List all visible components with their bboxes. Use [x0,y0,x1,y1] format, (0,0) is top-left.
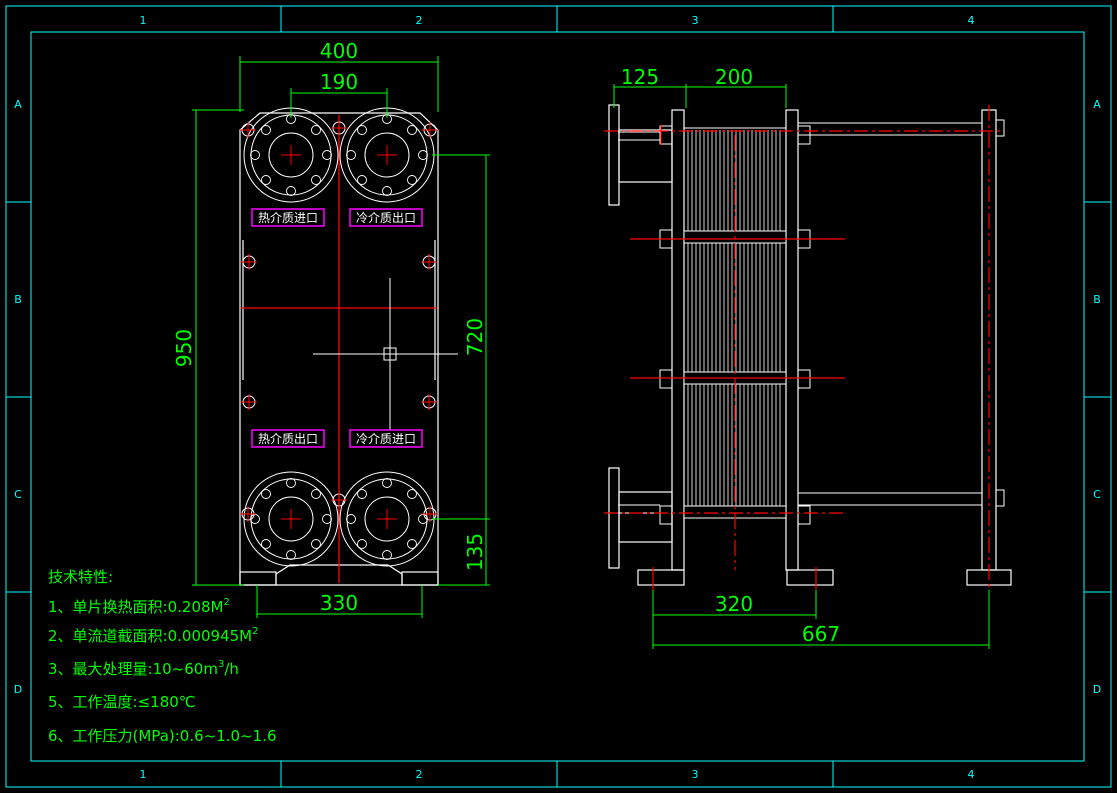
dim-port-vertical: 720 [463,318,487,356]
port-label-hot-in: 热介质进口 [258,211,318,225]
front-tie-bolts [240,120,438,522]
tie-bolt [240,506,256,522]
tie-bolt [241,394,257,410]
grid-col-2-bottom: 2 [416,768,423,781]
port-label-cold-in: 冷介质进口 [356,432,416,446]
grid-col-2-top: 2 [416,14,423,27]
grid-row-c-right: C [1093,488,1101,501]
grid-row-d-right: D [1093,683,1101,696]
front-center-mark [313,278,458,430]
dim-flange: 125 [621,65,659,89]
tie-bolt [421,394,437,410]
dim-plate-pack: 200 [715,65,753,89]
port-label-box-cold-out [349,208,423,227]
side-nozzles [608,104,673,569]
port-label-hot-out: 热介质出口 [258,432,318,446]
dim-port-spacing: 190 [320,70,358,94]
side-centerlines [604,105,1000,590]
port-label-cold-out: 冷介质出口 [356,211,416,225]
port-label-box-hot-in [251,208,325,227]
side-fixed-plate [637,109,685,586]
side-tie-rods [618,125,811,525]
grid-col-4-top: 4 [968,14,975,27]
front-dimension-texts: 400 190 950 720 135 330 [172,39,487,615]
grid-col-3-top: 3 [692,14,699,27]
dim-front-width: 400 [320,39,358,63]
spec-item: 5、工作温度:≤180℃ [48,693,196,711]
grid-row-a-right: A [1093,98,1101,111]
spec-item: 3、最大处理量:10~60m3/h [48,659,239,678]
side-dimension-texts: 125 200 320 667 [621,65,840,646]
port-flange-top-left [243,107,339,203]
dim-base-spacing: 320 [715,592,753,616]
spec-item: 1、单片换热面积:0.208M2 [48,597,230,616]
grid-row-c-left: C [14,488,22,501]
dim-base-offset: 135 [463,533,487,571]
tie-bolt [241,254,257,270]
grid-col-1-top: 1 [140,14,147,27]
grid-col-3-bottom: 3 [692,768,699,781]
port-flange-bottom-left [243,471,339,567]
flange-bolt-holes [250,114,428,560]
dim-front-height: 950 [172,329,196,367]
drawing-border [5,5,1112,788]
grid-col-1-bottom: 1 [140,768,147,781]
front-dimension-lines [192,56,490,618]
tie-bolt [422,122,438,138]
plate-pack-lines [687,130,781,516]
front-view: 热介质进口 冷介质出口 热介质出口 冷介质进口 400 190 950 720 … [172,39,490,618]
grid-col-4-bottom: 4 [968,768,975,781]
tie-bolt [421,254,437,270]
grid-row-a-left: A [14,98,22,111]
port-flange-bottom-right [339,471,435,567]
grid-row-b-left: B [14,293,22,306]
grid-row-b-right: B [1093,293,1101,306]
tech-specs: 技术特性: 1、单片换热面积:0.208M2 2、单流道截面积:0.000945… [48,568,277,745]
side-dimension-lines [613,84,990,649]
port-label-box-hot-out [251,429,325,448]
port-labels: 热介质进口 冷介质出口 热介质出口 冷介质进口 [251,208,423,448]
side-guide-bars [797,119,1005,507]
grid-row-d-left: D [14,683,22,696]
specs-title: 技术特性: [48,568,113,586]
tie-bolt [331,492,347,508]
port-label-box-cold-in [349,429,423,448]
grid-labels: 1 2 3 4 1 2 3 4 A B C D A B C D [14,14,1101,781]
dim-front-bottom: 330 [320,591,358,615]
port-flange-top-right [339,107,435,203]
spec-item: 2、单流道截面积:0.000945M2 [48,626,259,645]
side-view: 125 200 320 667 [604,65,1012,649]
tie-bolt [240,122,256,138]
tie-bolt [331,120,347,136]
spec-item: 6、工作压力(MPa):0.6~1.0~1.6 [48,727,277,745]
dim-overall-length: 667 [802,622,840,646]
tie-bolt [422,506,438,522]
